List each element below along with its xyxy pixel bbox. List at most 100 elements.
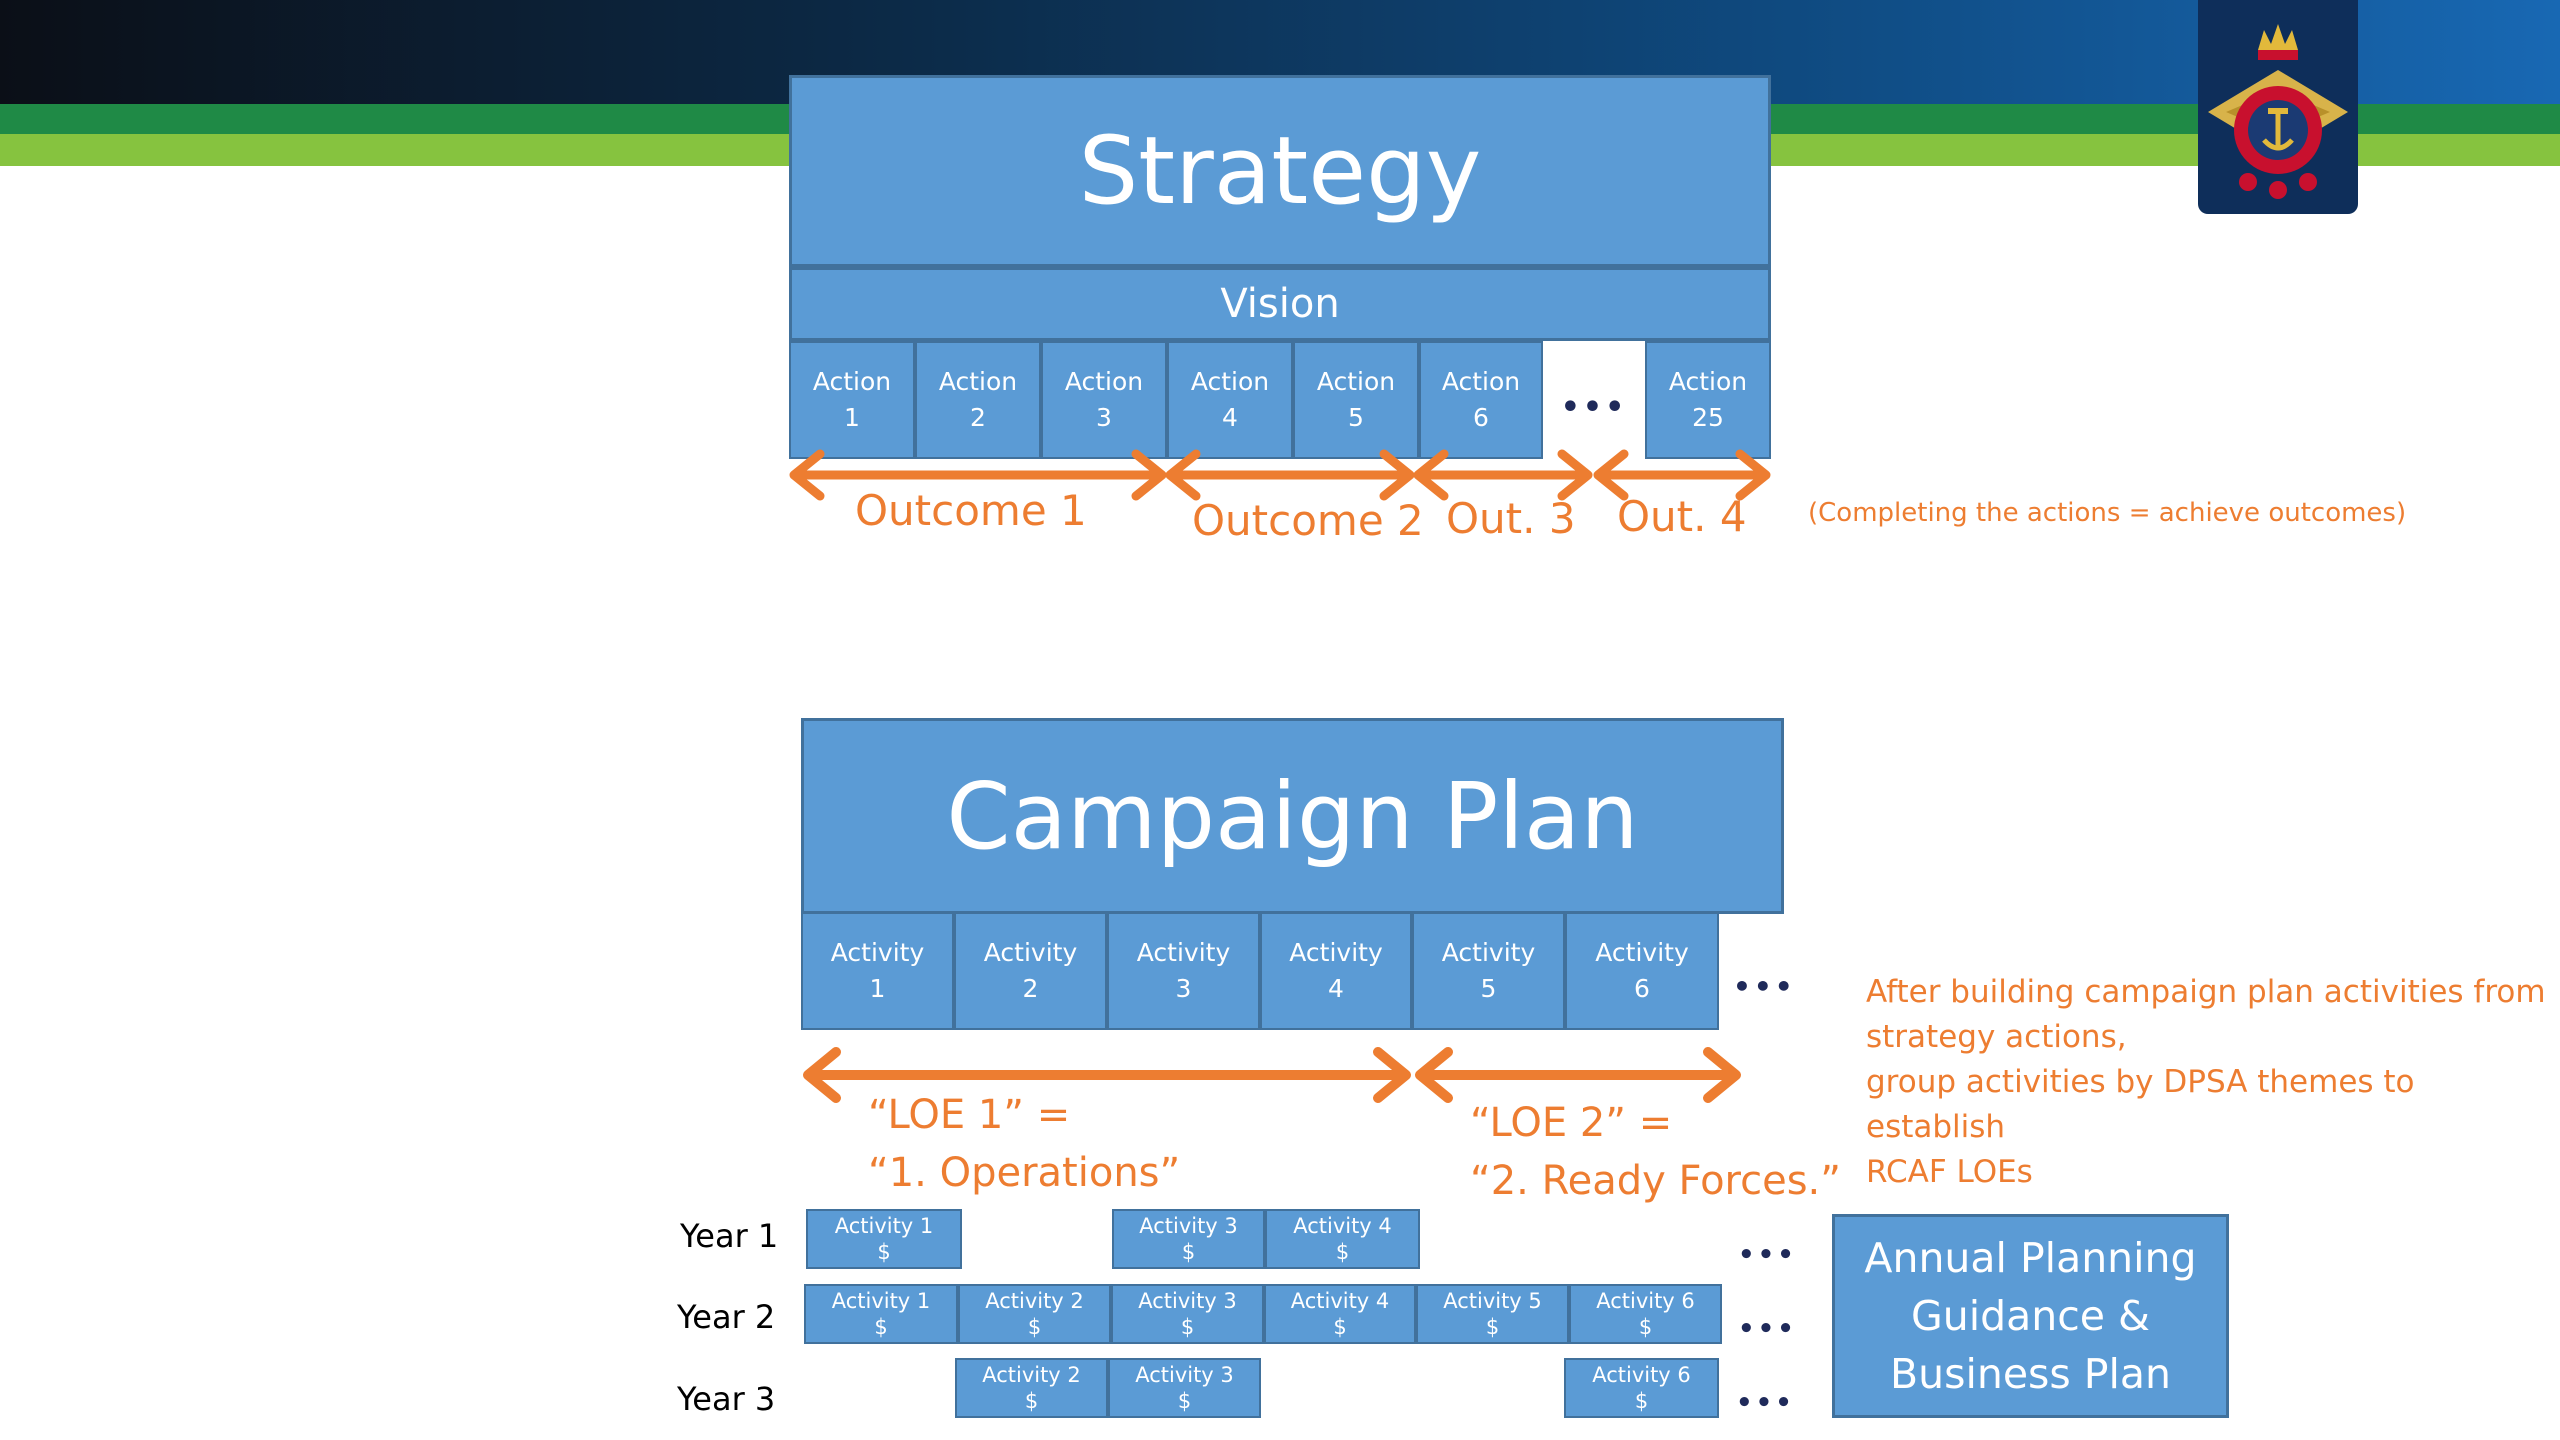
year-1-activity: Activity 1 $ [806,1209,962,1269]
year-1-ellipsis: ••• [1738,1240,1797,1270]
activity-name: Activity 1 [834,1213,934,1238]
activity-number: 4 [1328,974,1344,1003]
action-number: 5 [1348,403,1364,432]
outcome-3-arrow [1413,449,1593,501]
action-label: Action [1668,366,1748,396]
action-label: Action [1441,366,1521,396]
action-cell: Action 6 [1419,341,1543,459]
activity-name: Activity 6 [1596,1288,1695,1313]
rcaf-badge-icon [2198,0,2358,214]
outcome-4-label: Out. 4 [1617,492,1747,541]
campaign-plan-box: Campaign Plan [801,718,1784,914]
outcome-1-arrow [789,449,1167,501]
loe-arrows [803,1047,1741,1103]
action-label: Action [1316,366,1396,396]
year-3-label: Year 3 [677,1380,776,1418]
year-1-activity: Activity 3 $ [1112,1209,1265,1269]
action-cell: Action 5 [1293,341,1419,459]
campaign-note-line: RCAF LOEs [1866,1154,2033,1190]
activity-cell: Activity 2 [954,912,1107,1030]
loe-1-arrow [803,1047,1411,1103]
action-cell: Action 4 [1167,341,1293,459]
activity-name: Activity 5 [1443,1288,1542,1313]
year-2-ellipsis: ••• [1738,1314,1797,1344]
action-label: Action [1190,366,1270,396]
outcome-1-label: Outcome 1 [855,486,1087,535]
annual-planning-line: Guidance & [1910,1292,2151,1340]
outcomes-note: (Completing the actions = achieve outcom… [1808,498,2407,528]
activity-name: Activity 1 [831,1288,931,1313]
annual-planning-line: Annual Planning [1864,1234,2197,1282]
year-3-activity: Activity 2 $ [955,1358,1108,1418]
activity-cost: $ [877,1240,891,1264]
activity-name: Activity 4 [1293,1213,1392,1238]
loe-2-line-1: “LOE 2” = [1470,1100,1673,1146]
activity-name: Activity 3 [1139,1213,1238,1238]
vision-label: Vision [1220,281,1340,327]
activity-cell: Activity 1 [801,912,954,1030]
year-3-activity: Activity 6 $ [1564,1358,1719,1418]
action-label: Action [1064,366,1144,396]
activity-name: Activity 4 [1290,1288,1390,1313]
outcome-2-arrow [1165,449,1415,501]
activity-cost: $ [1634,1389,1649,1413]
activity-ellipsis: ••• [1733,970,1796,1003]
action-number: 25 [1692,403,1724,432]
year-2-activity: Activity 3 $ [1111,1284,1264,1344]
outcome-3-label: Out. 3 [1446,494,1576,543]
activity-cost: $ [1181,1240,1196,1264]
year-2-activity: Activity 6 $ [1569,1284,1722,1344]
activity-cell: Activity 3 [1107,912,1260,1030]
campaign-plan-title: Campaign Plan [946,762,1639,870]
activity-cost: $ [1335,1240,1350,1264]
year-2-activity: Activity 1 $ [804,1284,958,1344]
activity-cost: $ [1027,1315,1042,1339]
activity-name: Activity 3 [1138,1288,1237,1313]
annual-planning-box: Annual Planning Guidance & Business Plan [1832,1214,2229,1418]
activity-cost: $ [874,1315,888,1339]
loe-2-arrow [1415,1047,1741,1103]
activity-number: 2 [1022,974,1039,1003]
loe-1-line-2: “1. Operations” [868,1150,1181,1196]
activity-name: Activity 2 [985,1288,1084,1313]
outcome-arrows [789,449,1771,501]
activity-number: 5 [1480,974,1497,1003]
activity-name: Activity 3 [1135,1362,1234,1387]
action-cell: Action 3 [1041,341,1167,459]
year-3-ellipsis: ••• [1736,1388,1795,1418]
action-ellipsis-cell: ••• [1543,341,1645,459]
activity-number: 1 [869,974,886,1003]
action-number: 3 [1096,403,1112,432]
action-number: 6 [1473,403,1489,432]
year-1-activity: Activity 4 $ [1265,1209,1420,1269]
action-label: Action [938,366,1018,396]
activity-cost: $ [1180,1315,1195,1339]
activity-number: 6 [1634,974,1650,1003]
loe-1-line-1: “LOE 1” = [868,1092,1071,1138]
activity-cost: $ [1333,1315,1347,1339]
activity-cost: $ [1177,1389,1192,1413]
activity-label: Activity [830,937,925,967]
action-number: 2 [970,403,986,432]
activity-cost: $ [1638,1315,1653,1339]
activity-cell: Activity 6 [1565,912,1719,1030]
activity-label: Activity [1441,937,1536,967]
loe-2-line-2: “2. Ready Forces.” [1470,1158,1841,1204]
outcome-4-arrow [1593,449,1771,501]
year-2-activity: Activity 4 $ [1264,1284,1416,1344]
action-ellipsis: ••• [1560,389,1628,425]
activity-label: Activity [1136,937,1231,967]
vision-box: Vision [789,267,1771,341]
campaign-note-line: After building campaign plan activities … [1866,974,2546,1010]
action-number: 4 [1222,403,1238,432]
year-3-activity: Activity 3 $ [1108,1358,1261,1418]
activity-cell: Activity 4 [1260,912,1412,1030]
action-cell: Action 1 [789,341,915,459]
campaign-note-line: strategy actions, [1866,1019,2127,1055]
year-2-activity: Activity 5 $ [1416,1284,1569,1344]
action-cell: Action 2 [915,341,1041,459]
activity-cost: $ [1485,1315,1500,1339]
outcome-2-label: Outcome 2 [1192,496,1424,545]
activity-cost: $ [1024,1389,1039,1413]
action-cell: Action 25 [1645,341,1771,459]
